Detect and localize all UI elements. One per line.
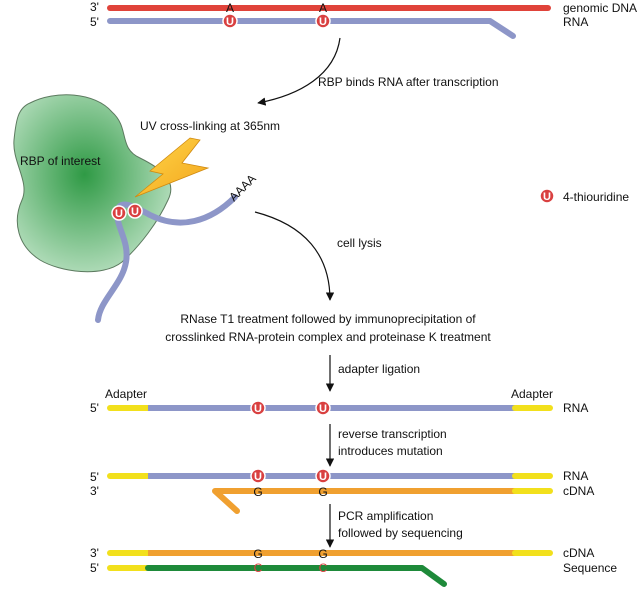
genomic-nucleotide-a1: A (226, 1, 234, 15)
cdna-3prime-label: 3' (90, 484, 99, 498)
step-rbp-binds: RBP binds RNA after transcription (318, 75, 499, 89)
uridine-marker: U (315, 468, 331, 484)
svg-text:U: U (226, 16, 234, 28)
svg-text:U: U (254, 403, 262, 415)
step-pcr-line1: PCR amplification (338, 509, 433, 523)
rna-label-rt: RNA (563, 469, 588, 483)
stage-sequencing: 3' cDNA G G 5' Sequence C C (90, 546, 617, 587)
uridine-marker: U (111, 205, 127, 221)
svg-text:U: U (254, 471, 262, 483)
rna-label-ligated: RNA (563, 401, 588, 415)
step-rnase-line1: RNase T1 treatment followed by immunopre… (180, 312, 476, 326)
cdna-strand (212, 488, 518, 514)
uridine-marker: U (250, 468, 266, 484)
polya-tail-label: AAAA (226, 172, 259, 205)
uridine-marker: U (222, 13, 238, 29)
uv-lightning-icon (134, 137, 210, 198)
step-cell-lysis: cell lysis (337, 236, 382, 250)
rna-5prime-label: 5' (90, 401, 99, 415)
sequence-nucleotide-c2: C (319, 561, 328, 575)
genomic-dna-3prime-label: 3' (90, 0, 99, 14)
rbp-label: RBP of interest (20, 154, 101, 168)
legend-4-thiouridine: U 4-thiouridine (539, 188, 629, 204)
genomic-dna-label: genomic DNA (563, 1, 637, 15)
rna-strand-top (107, 18, 516, 39)
stage-rna-cdna: 5' RNA U U 3' cDNA G G (90, 468, 594, 514)
svg-text:U: U (543, 191, 551, 203)
uridine-marker: U (127, 203, 143, 219)
adapter-label-left: Adapter (105, 387, 147, 401)
arrow-rbp-binds (257, 37, 341, 106)
cdna-label-pcr: cDNA (563, 546, 594, 560)
step-rnase-line2: crosslinked RNA-protein complex and prot… (165, 330, 491, 344)
legend-label: 4-thiouridine (563, 190, 629, 204)
sequence-label: Sequence (563, 561, 617, 575)
svg-text:U: U (319, 16, 327, 28)
sequence-5prime-label: 5' (90, 561, 99, 575)
step-pcr-line2: followed by sequencing (338, 526, 463, 540)
svg-text:U: U (319, 403, 327, 415)
rna-label-top: RNA (563, 15, 588, 29)
cdna-nucleotide-g1: G (253, 547, 262, 561)
step-rt-line1: reverse transcription (338, 427, 447, 441)
uridine-marker: U (315, 13, 331, 29)
step-rt-line2: introduces mutation (338, 444, 443, 458)
adapter-label-right: Adapter (511, 387, 553, 401)
stage-crosslinking: RBP of interest UV cross-linking at 365n… (13, 94, 280, 323)
genomic-nucleotide-a2: A (319, 1, 327, 15)
stage-adapter-rna: Adapter Adapter 5' RNA U U (90, 387, 588, 416)
svg-text:U: U (115, 208, 123, 220)
arrow-cell-lysis (254, 211, 335, 301)
rna-5prime-label: 5' (90, 15, 99, 29)
cdna-nucleotide-g1: G (253, 485, 262, 499)
sequence-strand (145, 565, 447, 587)
uridine-marker: U (315, 400, 331, 416)
cdna-label: cDNA (563, 484, 594, 498)
uridine-marker: U (250, 400, 266, 416)
cdna-3prime-label: 3' (90, 546, 99, 560)
rbp-protein (13, 94, 172, 273)
svg-text:U: U (131, 206, 139, 218)
cdna-nucleotide-g2: G (318, 547, 327, 561)
step-adapter-ligation: adapter ligation (338, 362, 420, 376)
svg-text:U: U (319, 471, 327, 483)
sequence-nucleotide-c1: C (254, 561, 263, 575)
rna-5prime-label: 5' (90, 470, 99, 484)
cdna-nucleotide-g2: G (318, 485, 327, 499)
stage-transcription: 3' genomic DNA A A 5' RNA U U (90, 0, 637, 39)
uv-crosslinking-label: UV cross-linking at 365nm (140, 119, 280, 133)
